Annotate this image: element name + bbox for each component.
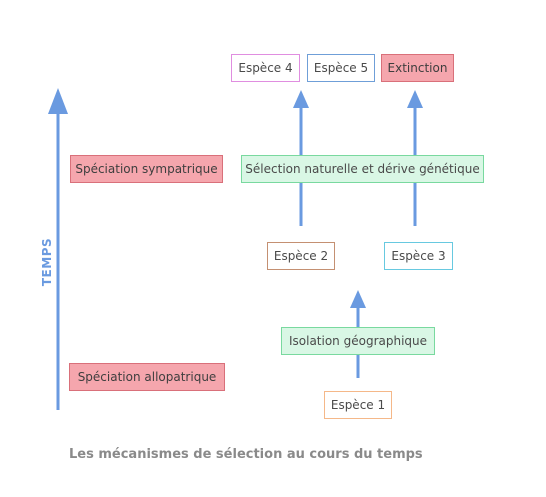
diagram-caption: Les mécanismes de sélection au cours du … bbox=[69, 447, 423, 462]
temps-axis-label: TEMPS bbox=[40, 237, 54, 287]
selection-naturelle-box: Sélection naturelle et dérive génétique bbox=[241, 155, 484, 183]
selection-naturelle-label: Sélection naturelle et dérive génétique bbox=[245, 162, 480, 176]
espece-2-box: Espèce 2 bbox=[267, 242, 335, 270]
espece-5-box: Espèce 5 bbox=[307, 54, 375, 82]
espece-4-label: Espèce 4 bbox=[238, 61, 293, 75]
extinction-box: Extinction bbox=[381, 54, 454, 82]
espece-5-label: Espèce 5 bbox=[313, 61, 369, 75]
isolation-geographique-box: Isolation géographique bbox=[281, 327, 435, 355]
espece-2-label: Espèce 2 bbox=[273, 249, 329, 263]
extinction-label: Extinction bbox=[387, 61, 448, 75]
espece-4-box: Espèce 4 bbox=[231, 54, 300, 82]
speciation-sympatrique-label: Spéciation sympatrique bbox=[75, 162, 218, 176]
time-axis-arrow bbox=[48, 88, 68, 410]
espece-1-box: Espèce 1 bbox=[324, 391, 392, 419]
speciation-allopatrique-label: Spéciation allopatrique bbox=[77, 370, 217, 384]
espece-1-label: Espèce 1 bbox=[330, 398, 386, 412]
espece-3-label: Espèce 3 bbox=[391, 249, 446, 263]
isolation-geographique-label: Isolation géographique bbox=[288, 334, 428, 348]
speciation-sympatrique-box: Spéciation sympatrique bbox=[70, 155, 223, 183]
speciation-allopatrique-box: Spéciation allopatrique bbox=[69, 363, 225, 391]
espece-3-box: Espèce 3 bbox=[384, 242, 453, 270]
